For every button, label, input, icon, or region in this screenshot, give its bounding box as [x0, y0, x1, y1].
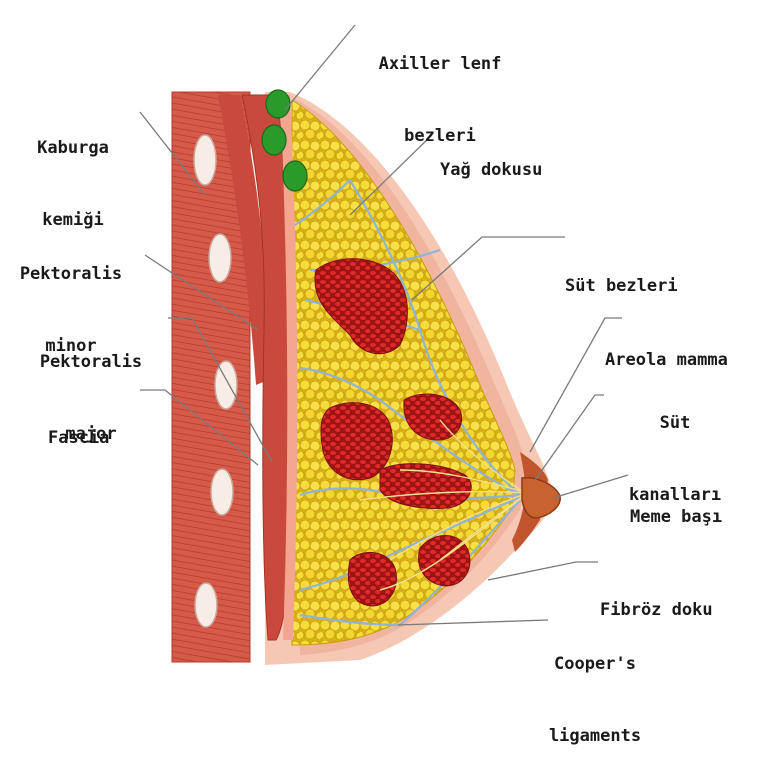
label-meme-basi: Meme başı	[630, 457, 722, 553]
label-line: Süt	[610, 411, 740, 435]
label-line: Meme başı	[630, 505, 722, 529]
label-line: Fascia	[48, 426, 109, 450]
label-fascia: Fascia	[48, 378, 109, 474]
label-line: Yağ dokusu	[440, 158, 542, 182]
label-line: Cooper's	[540, 652, 650, 676]
label-line: ligaments	[540, 724, 650, 748]
label-line: Pektoralis	[6, 262, 136, 286]
label-coopers-ligaments: Cooper's ligaments	[540, 604, 650, 772]
label-line: Süt bezleri	[565, 274, 678, 298]
label-yag-dokusu: Yağ dokusu	[440, 110, 542, 206]
label-line: Kaburga	[8, 136, 138, 160]
label-line: Pektoralis	[26, 350, 156, 374]
label-line: Axiller lenf	[360, 52, 520, 76]
breast-anatomy-diagram: Axiller lenf bezleri Kaburga kemiği Yağ …	[0, 0, 758, 673]
